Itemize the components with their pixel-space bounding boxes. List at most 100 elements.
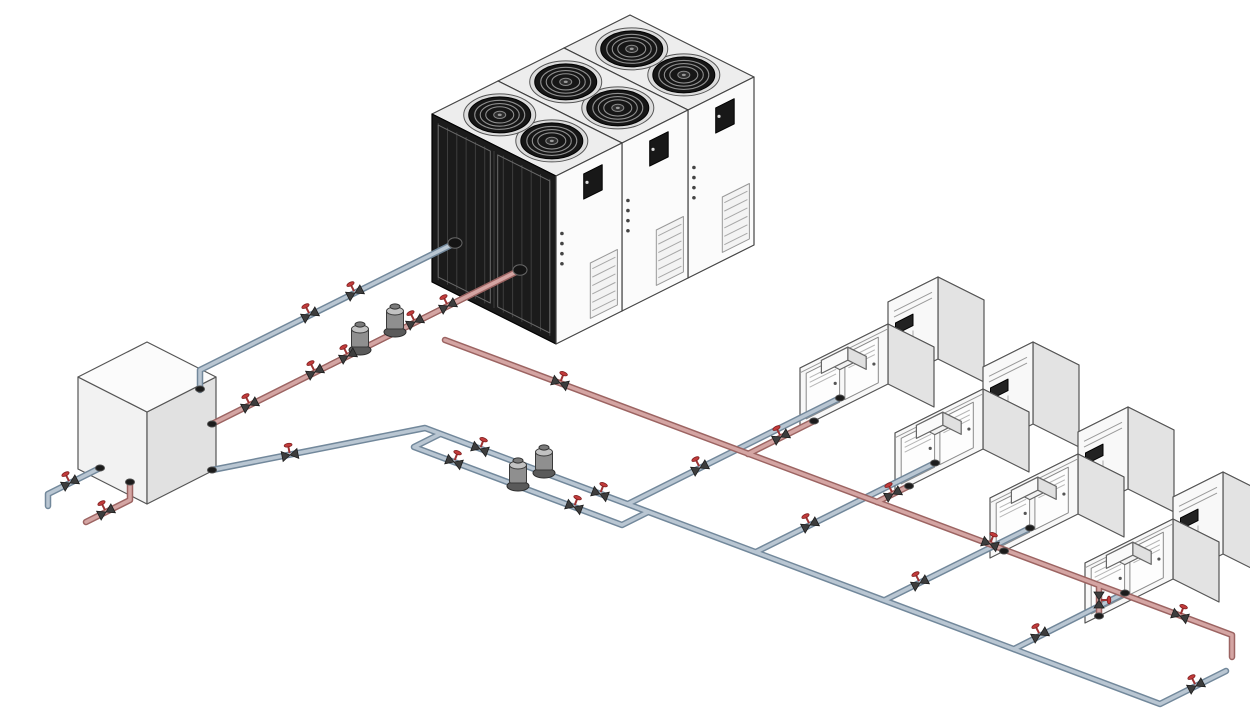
roof-box-front bbox=[1010, 476, 1039, 504]
tower-vent-slat bbox=[893, 291, 933, 312]
return-pipe-outline bbox=[410, 430, 652, 529]
shutoff-valve bbox=[564, 495, 584, 516]
valve-handle bbox=[406, 310, 415, 316]
buffer-tank bbox=[77, 341, 217, 505]
circulation-pump bbox=[383, 303, 407, 338]
valve-body bbox=[1170, 607, 1190, 625]
tower-side-face bbox=[937, 276, 985, 383]
terminal-unit bbox=[989, 406, 1175, 559]
tower-side-face bbox=[1032, 341, 1080, 448]
door-handle bbox=[967, 427, 971, 431]
units-return-port bbox=[1025, 524, 1035, 532]
valve-handle bbox=[884, 482, 893, 488]
valve-handle bbox=[241, 393, 250, 399]
valve-handle bbox=[1179, 604, 1188, 610]
valve-body bbox=[1093, 591, 1105, 609]
valve-body bbox=[59, 474, 81, 492]
louver-slat bbox=[658, 248, 682, 262]
louver-slat bbox=[658, 240, 682, 253]
shutoff-valve bbox=[980, 532, 1000, 553]
pump-motor-cap bbox=[538, 444, 550, 451]
valve-body bbox=[280, 447, 300, 463]
chiller-control-panel bbox=[583, 164, 603, 200]
valve-body bbox=[470, 440, 490, 458]
shutoff-valve bbox=[1170, 604, 1190, 625]
return-pipe-core bbox=[198, 241, 457, 392]
valve-handle bbox=[479, 437, 488, 443]
valve-handle bbox=[283, 442, 293, 448]
valve-body bbox=[299, 306, 321, 324]
louver-slat bbox=[592, 298, 616, 312]
shutoff-valve bbox=[470, 437, 490, 458]
grille-frame bbox=[437, 124, 491, 304]
door-louver bbox=[999, 503, 1027, 518]
valve-handle bbox=[801, 513, 810, 519]
valve-handle bbox=[989, 532, 998, 538]
valve-body bbox=[550, 374, 570, 392]
shutoff-valve bbox=[1093, 591, 1112, 609]
fan-guard-ring bbox=[479, 103, 520, 127]
units-supply-port bbox=[809, 417, 819, 425]
valve-handle bbox=[453, 450, 462, 456]
tower-vent-slat bbox=[1083, 421, 1123, 442]
tower-vent-slat bbox=[893, 297, 933, 318]
louver-slat bbox=[724, 232, 748, 246]
panel-dot bbox=[626, 208, 630, 213]
shutoff-valve bbox=[444, 450, 464, 471]
fan-hub-center bbox=[615, 106, 620, 110]
door-louver bbox=[904, 438, 932, 453]
shutoff-valve bbox=[590, 482, 610, 503]
valve-handle bbox=[439, 294, 448, 300]
units-supply-port bbox=[1094, 612, 1104, 620]
supply-pipe-core bbox=[443, 338, 1234, 659]
fan-guard-ring bbox=[526, 125, 578, 156]
door-handle bbox=[1157, 557, 1161, 561]
panel-dot bbox=[692, 175, 696, 180]
tower-display bbox=[1180, 508, 1199, 530]
door-handle bbox=[1062, 492, 1066, 496]
fan-hub-center bbox=[629, 47, 634, 51]
shutoff-valve bbox=[909, 571, 931, 592]
circulation-pump bbox=[506, 457, 530, 492]
fan-hub-center bbox=[563, 80, 568, 84]
return-pipe-core bbox=[754, 461, 937, 554]
fan-guard-ring bbox=[669, 66, 699, 84]
return-pipe-core bbox=[883, 526, 1032, 602]
circulation-pump bbox=[348, 321, 372, 356]
valve-handle bbox=[61, 471, 70, 477]
fan-guard-ring bbox=[531, 129, 572, 153]
door-handle bbox=[833, 381, 837, 385]
tower-vent-slat bbox=[988, 362, 1028, 383]
valve-body bbox=[444, 453, 464, 471]
shutoff-valve bbox=[239, 393, 261, 414]
return-pipe-core bbox=[46, 466, 102, 508]
shutoff-valve bbox=[59, 471, 81, 492]
shutoff-valve bbox=[437, 294, 459, 315]
grille-frame bbox=[497, 154, 551, 334]
panel-dot bbox=[560, 251, 564, 256]
shutoff-valve bbox=[304, 360, 326, 381]
valve-handle bbox=[1106, 595, 1112, 605]
louver-slat bbox=[592, 281, 616, 295]
chiller-fan bbox=[463, 93, 537, 137]
units-supply-port bbox=[999, 547, 1009, 555]
chiller-fan bbox=[647, 53, 721, 97]
shutoff-valve bbox=[1185, 674, 1207, 695]
louver-slat bbox=[724, 215, 748, 229]
valve-handle bbox=[306, 360, 315, 366]
terminal-unit bbox=[894, 341, 1080, 494]
shutoff-valve bbox=[404, 310, 426, 331]
chiller-fan bbox=[581, 86, 655, 130]
chiller-fan bbox=[595, 27, 669, 71]
shutoff-valve bbox=[770, 425, 792, 446]
shutoff-valve bbox=[280, 442, 300, 463]
panel-dot bbox=[626, 218, 630, 223]
tank-port bbox=[207, 420, 217, 428]
valve-body bbox=[590, 485, 610, 503]
valve-handle bbox=[301, 303, 310, 309]
tower-side-face bbox=[1222, 471, 1250, 569]
fan-guard-ring bbox=[592, 92, 644, 123]
panel-dot bbox=[560, 241, 564, 246]
